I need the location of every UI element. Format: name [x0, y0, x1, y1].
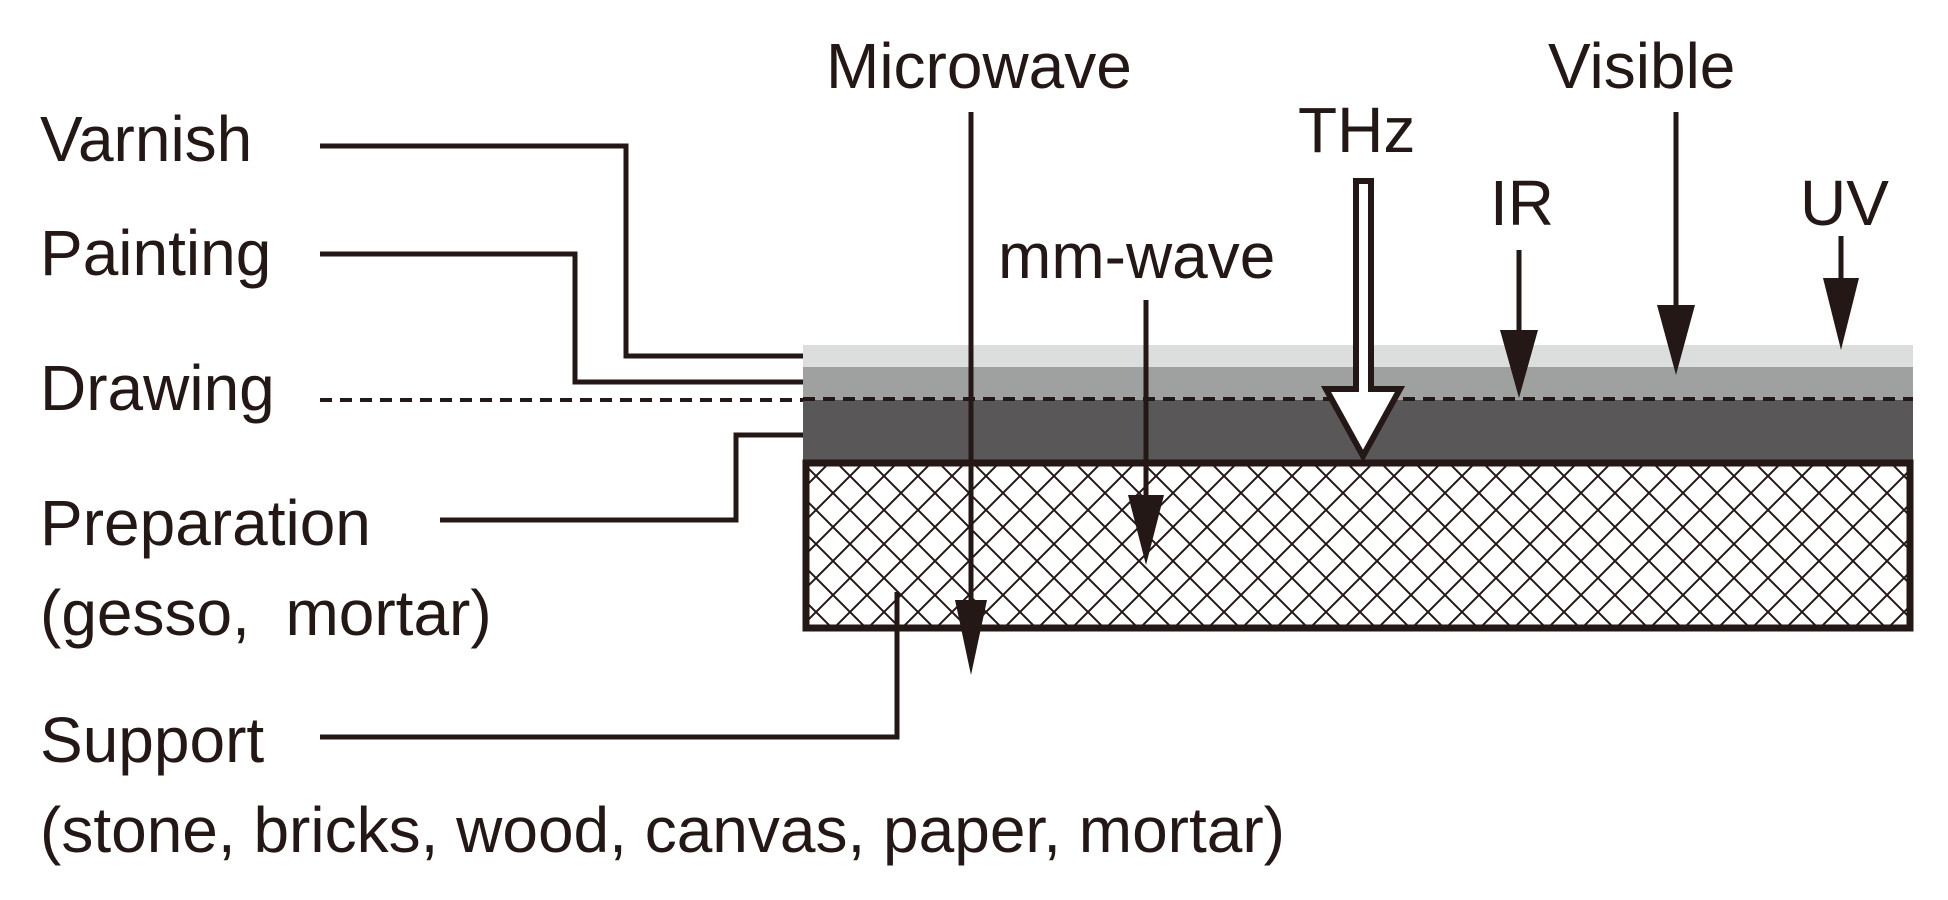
- uv-label: UV: [1800, 167, 1889, 239]
- support-label: Support: [40, 704, 264, 776]
- thz-label: THz: [1298, 94, 1415, 166]
- microwave-label: Microwave: [826, 30, 1132, 102]
- varnish-leader: [320, 143, 803, 359]
- wave-labels: Microwave mm-wave THz IR Visible UV: [826, 30, 1889, 292]
- visible-arrow: [1657, 112, 1695, 375]
- drawing-label: Drawing: [40, 352, 275, 424]
- preparation-label: Preparation: [40, 487, 371, 559]
- visible-label: Visible: [1548, 30, 1735, 102]
- painting-label: Painting: [40, 217, 271, 289]
- penetration-arrows: [955, 112, 1859, 675]
- support-detail-label: (stone, bricks, wood, canvas, paper, mor…: [40, 794, 1285, 866]
- layer-labels: Varnish Painting Drawing Preparation (ge…: [40, 103, 1285, 866]
- ir-label: IR: [1490, 167, 1554, 239]
- preparation-leader: [440, 432, 803, 523]
- leader-lines: [320, 143, 900, 740]
- thz-arrow: [1320, 178, 1406, 463]
- mm-wave-arrow: [1128, 300, 1164, 565]
- microwave-arrow: [955, 112, 987, 675]
- support-layer: [802, 459, 1914, 632]
- preparation-detail-label: (gesso, mortar): [40, 577, 492, 649]
- thz-hollow-arrow: [1320, 178, 1406, 463]
- varnish-label: Varnish: [40, 103, 252, 175]
- ir-arrow: [1500, 250, 1538, 398]
- mm-wave-label: mm-wave: [998, 220, 1275, 292]
- uv-arrow: [1823, 236, 1859, 350]
- support-leader: [320, 592, 900, 740]
- layer-stack: [802, 345, 1914, 632]
- painting-leader: [320, 251, 803, 385]
